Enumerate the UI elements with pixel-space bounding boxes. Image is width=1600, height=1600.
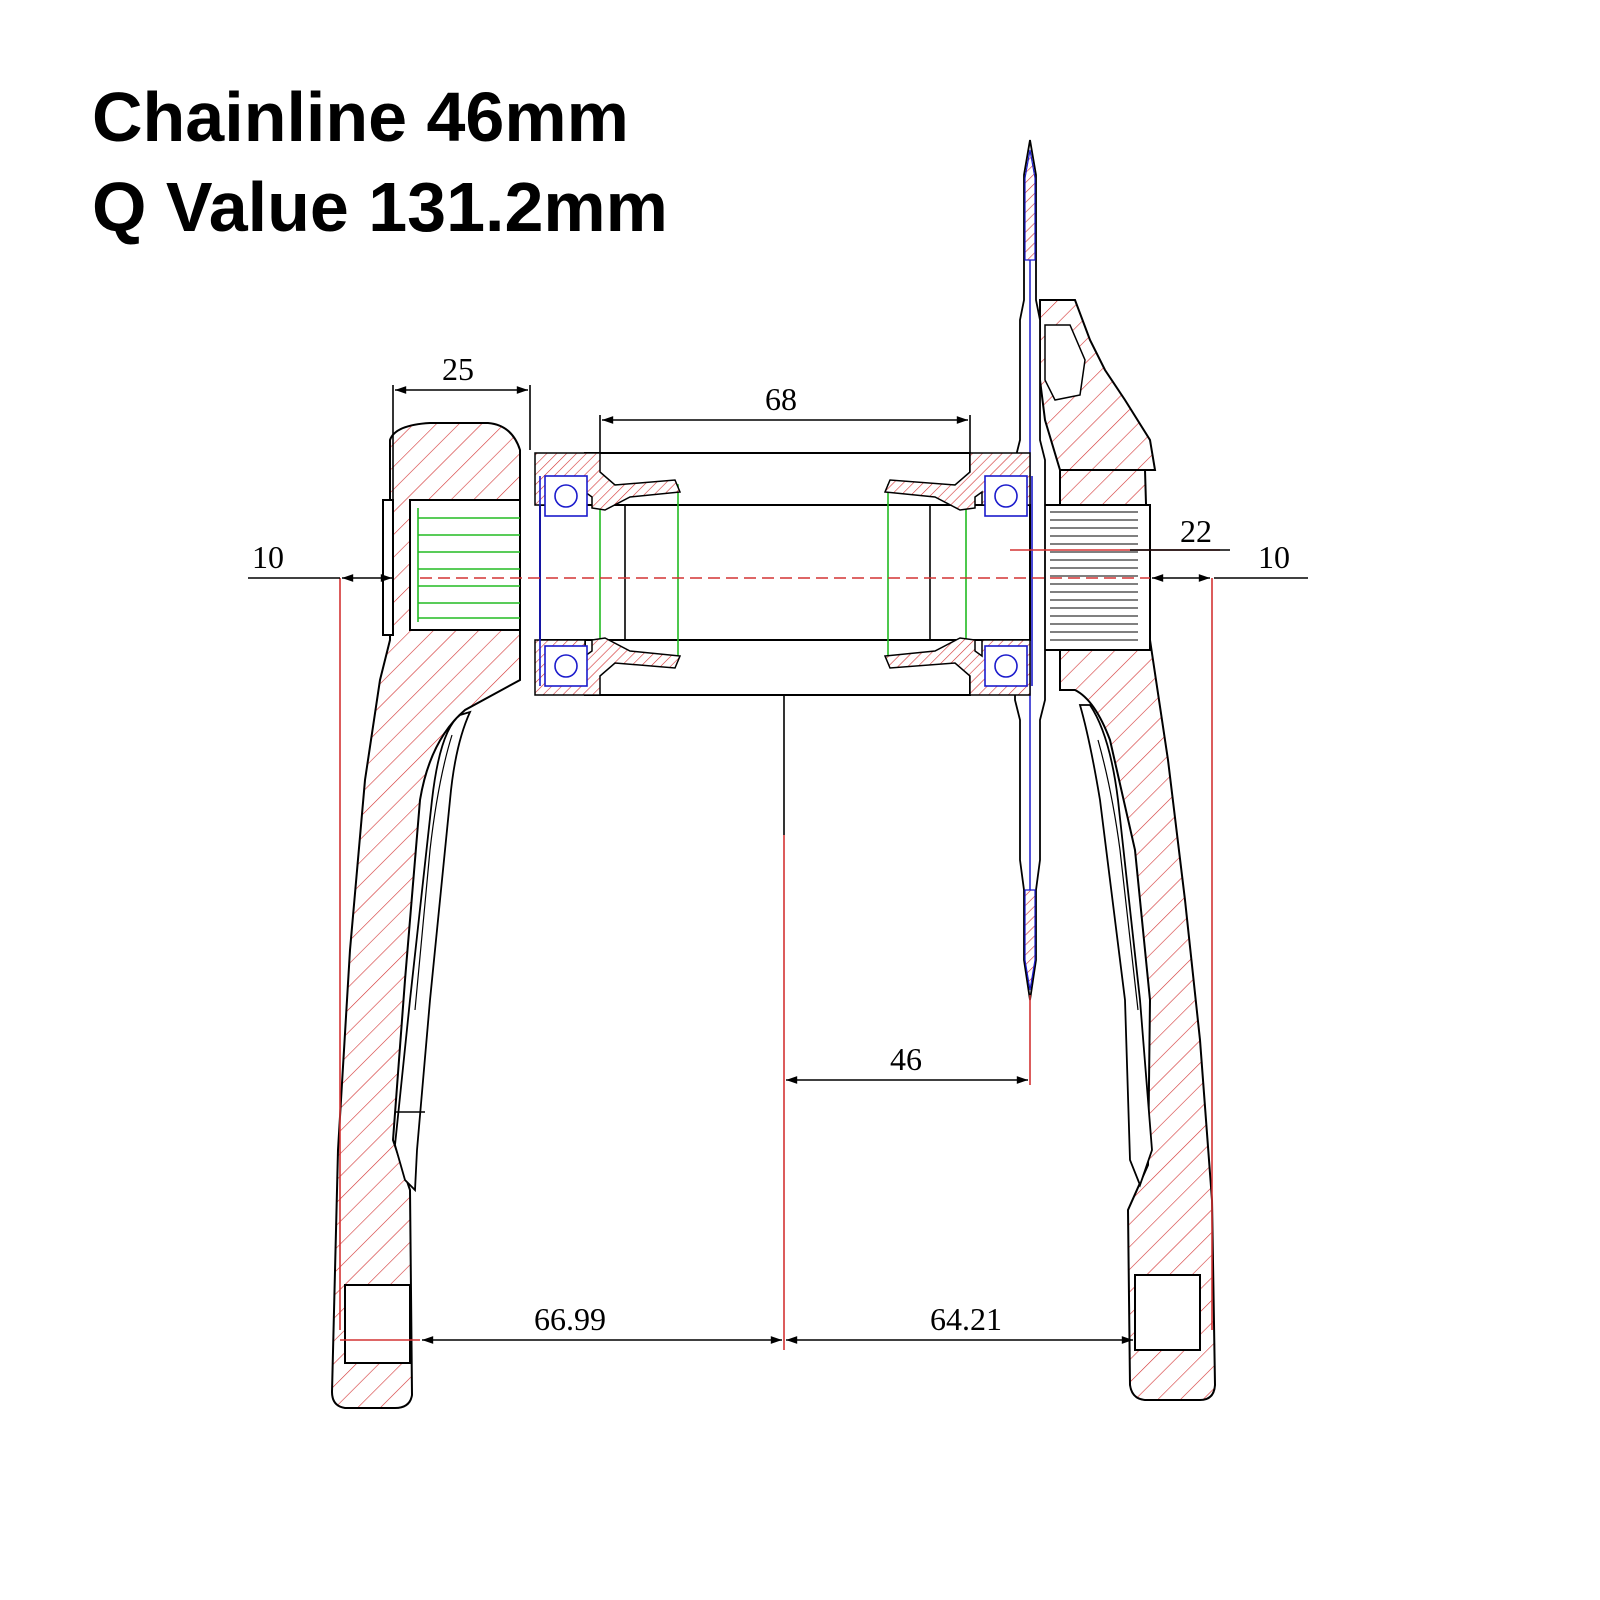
- dim-64-21-label: 64.21: [930, 1301, 1002, 1337]
- dimension-lines: [248, 385, 1308, 1344]
- left-pedal-eye: [344, 1284, 411, 1364]
- left-crank-end-cap: [382, 499, 394, 636]
- right-crank-inner-channel: [1078, 704, 1153, 1188]
- left-crank-spline-teeth: [417, 508, 520, 622]
- left-crank-spline-bore: [409, 499, 521, 631]
- chainring-tooth-top: [1024, 149, 1036, 261]
- title-chainline: Chainline 46mm: [92, 78, 629, 156]
- dim-46-label: 46: [890, 1041, 922, 1077]
- bottom-bracket: [420, 452, 1150, 696]
- left-crank-arm: [330, 422, 521, 1409]
- bb-left-bearing: [539, 475, 588, 687]
- dim-68-label: 68: [765, 381, 797, 417]
- bb-spindle: [539, 504, 1031, 641]
- dim-10-right-label: 10: [1258, 539, 1290, 575]
- bb-right-bearing: [984, 475, 1033, 687]
- dim-25-label: 25: [442, 351, 474, 387]
- title-q-value: Q Value 131.2mm: [92, 168, 668, 246]
- dim-22-label: 22: [1180, 513, 1212, 549]
- left-crank-inner-channel: [394, 710, 472, 1193]
- dim-10-left-label: 10: [252, 539, 284, 575]
- right-crank-arm-section: [1059, 469, 1217, 1401]
- reference-lines: [339, 549, 1220, 1350]
- right-crank-spline-teeth: [1050, 511, 1138, 641]
- right-pedal-eye: [1134, 1274, 1201, 1351]
- dim-66-99-label: 66.99: [534, 1301, 606, 1337]
- left-crank-arm-section: [330, 422, 521, 1409]
- right-crank-arm: [1037, 299, 1217, 1401]
